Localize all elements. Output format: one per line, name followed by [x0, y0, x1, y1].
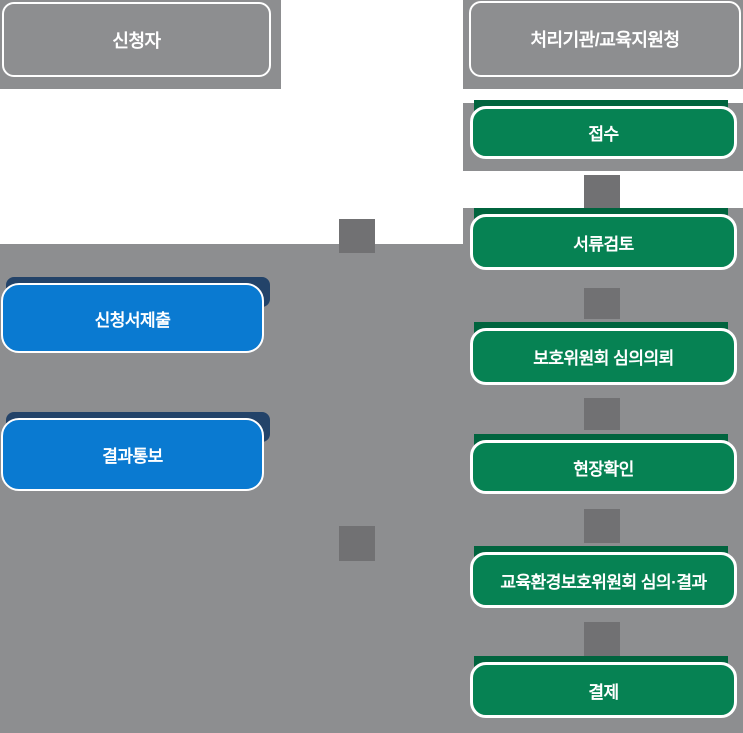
step-document-review-label: 서류검토	[573, 234, 634, 254]
step-submit-application-label: 신청서제출	[94, 310, 171, 330]
agency-header-label: 처리기관/교육지원청	[530, 30, 680, 50]
flow-connector-reception-review	[584, 175, 620, 208]
step-result-notice: 결과통보	[1, 418, 264, 491]
step-approval-label: 결제	[588, 682, 619, 702]
flow-connector-review-referral	[584, 288, 620, 319]
step-approval: 결제	[470, 662, 737, 718]
step-committee-referral-label: 보호위원회 심의의뢰	[533, 349, 674, 368]
step-reception-label: 접수	[588, 125, 619, 144]
applicant-header-label: 신청자	[112, 30, 161, 51]
agency-header-box: 처리기관/교육지원청	[469, 1, 741, 77]
step-site-inspection: 현장확인	[470, 440, 737, 494]
flow-connector-applicant-agency-top	[339, 219, 375, 253]
applicant-header-box: 신청자	[2, 2, 271, 77]
step-committee-referral: 보호위원회 심의의뢰	[470, 328, 737, 385]
step-committee-deliberation-result-label: 교육환경보호위원회 심의·결과	[500, 572, 707, 592]
step-site-inspection-label: 현장확인	[573, 459, 634, 479]
flow-connector-referral-inspection	[584, 398, 620, 430]
step-reception: 접수	[470, 106, 737, 159]
flow-connector-deliberation-approval	[584, 622, 620, 658]
step-result-notice-label: 결과통보	[102, 447, 163, 466]
flow-connector-inspection-deliberation	[584, 509, 620, 543]
flow-connector-applicant-agency-bottom	[339, 526, 375, 561]
step-committee-deliberation-result: 교육환경보호위원회 심의·결과	[470, 552, 737, 608]
agency-lane-strip	[463, 0, 743, 89]
applicant-lane-strip	[0, 0, 281, 89]
step-submit-application: 신청서제출	[1, 283, 264, 353]
step-document-review: 서류검토	[470, 214, 737, 270]
